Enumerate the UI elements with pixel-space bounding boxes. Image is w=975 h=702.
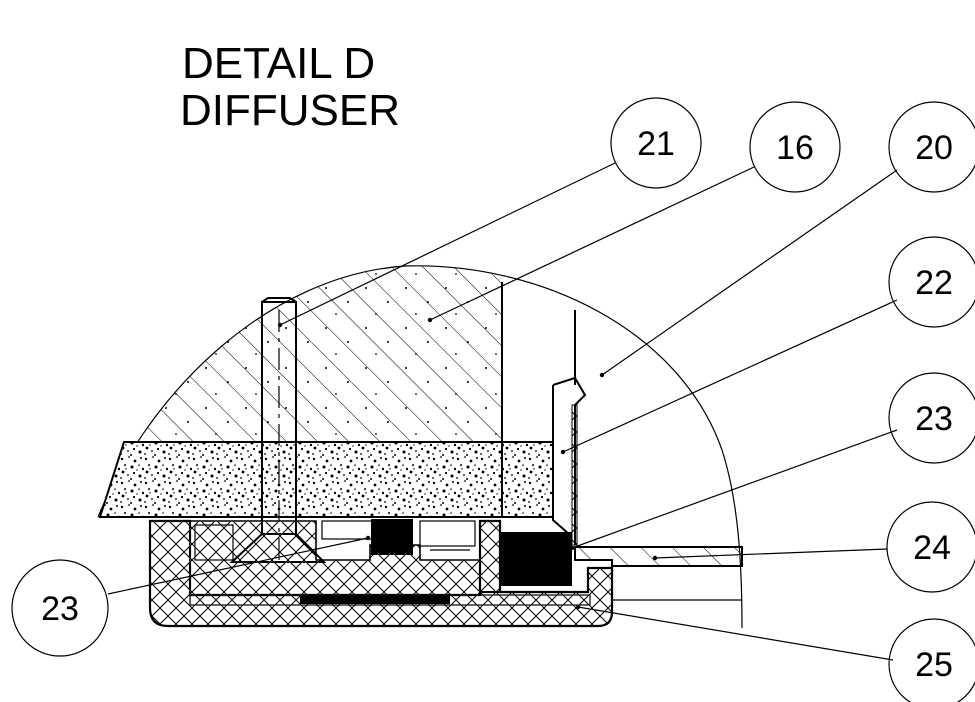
gasket-seat	[479, 520, 501, 593]
gasket-right	[500, 532, 572, 586]
lip-profile	[552, 376, 587, 545]
svg-text:16: 16	[776, 129, 814, 167]
gasket-left	[371, 519, 413, 555]
boss-cavity	[194, 524, 234, 561]
svg-text:25: 25	[915, 646, 953, 684]
floor-slot	[300, 596, 450, 604]
ceiling-panel	[574, 546, 743, 567]
title-line-1: DETAIL D	[182, 39, 375, 88]
svg-text:23: 23	[915, 400, 953, 438]
svg-text:20: 20	[915, 129, 953, 167]
title-line-2: DIFFUSER	[180, 86, 400, 135]
svg-text:21: 21	[637, 125, 675, 163]
wall-profile	[552, 385, 571, 545]
screw-tip	[261, 297, 297, 303]
callout-21: 21	[610, 97, 702, 189]
callout-16: 16	[749, 101, 841, 193]
callout-24: 24	[886, 501, 975, 593]
callout-25: 25	[888, 618, 975, 702]
callout-20: 20	[888, 101, 975, 193]
svg-text:23: 23	[41, 590, 79, 628]
callout-23-right: 23	[888, 372, 975, 464]
callout-22: 22	[888, 236, 975, 328]
speckled-layer	[98, 441, 554, 518]
svg-text:24: 24	[913, 529, 951, 567]
callout-23-left: 23	[11, 559, 109, 657]
upper-block-hatched	[100, 265, 502, 442]
svg-text:22: 22	[915, 264, 953, 302]
leader-lines	[107, 162, 898, 661]
thin-wall-hatch	[571, 404, 578, 546]
right-recess	[419, 520, 476, 547]
